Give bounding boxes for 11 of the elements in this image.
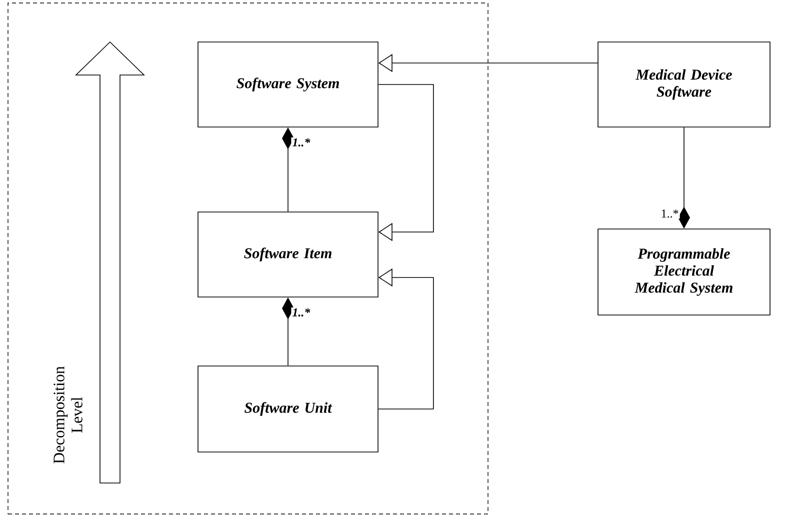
class-box: Medical Device Software <box>598 42 770 128</box>
boundary-box <box>8 2 488 514</box>
class-box: Software Unit <box>198 366 378 452</box>
multiplicity-label: 1..* <box>291 137 312 148</box>
axis-label: Decomposition Level <box>54 366 82 464</box>
class-box: Programmable Electrical Medical System <box>598 228 770 316</box>
class-box: Software System <box>198 42 378 128</box>
connector <box>378 84 434 242</box>
multiplicity-label: 1..* <box>660 208 680 219</box>
multiplicity-label: 1..* <box>291 307 312 318</box>
class-box: Software Item <box>198 212 378 298</box>
